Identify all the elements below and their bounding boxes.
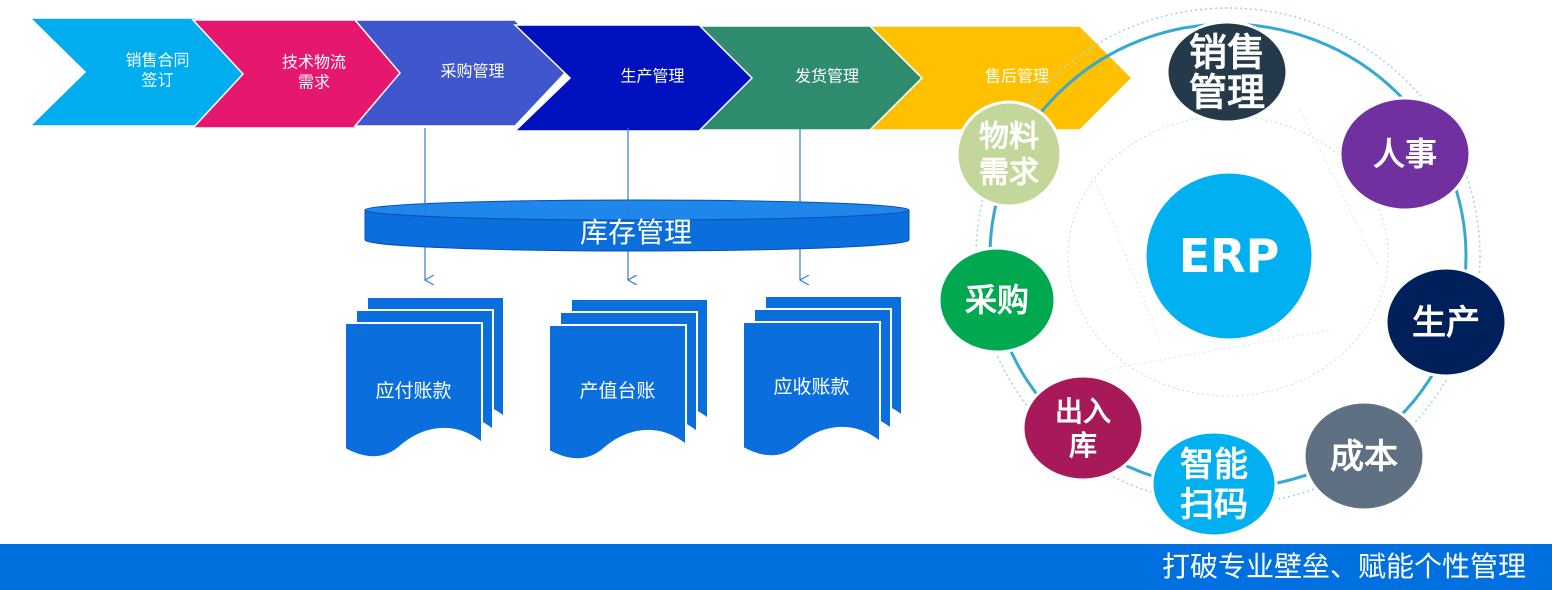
- doc-payables-sheet: [344, 322, 483, 459]
- chevron-sales-contract-label-line: 签订: [141, 71, 173, 90]
- node-hr-circle: [1338, 96, 1472, 212]
- footer-slogan: 打破专业壁垒、赋能个性管理: [1161, 550, 1526, 583]
- chevron-sales-contract-label: 销售合同签订: [125, 51, 189, 90]
- node-hr: 人事: [1338, 96, 1472, 212]
- node-production-label-line: 生产: [1412, 303, 1480, 343]
- node-sales-mgmt-label-line: 销售: [1189, 30, 1265, 74]
- node-material-demand-circle: [955, 100, 1063, 208]
- inner-dotted-ring: [1067, 115, 1389, 397]
- node-purchase: 采购: [937, 246, 1057, 354]
- node-sales-mgmt-label-line: 管理: [1189, 70, 1265, 114]
- doc-payables-label: 应付账款: [375, 380, 451, 402]
- doc-receivables-label: 应收账款: [773, 376, 849, 398]
- chevron-purchase: [353, 19, 567, 127]
- chevron-after-sales-label: 售后管理: [985, 67, 1049, 86]
- inventory-cylinder: 库存管理: [364, 199, 910, 252]
- erp-center: ERP: [1143, 170, 1315, 342]
- node-sales-mgmt: 销售管理: [1165, 20, 1289, 124]
- node-purchase-circle: [937, 246, 1057, 354]
- chevron-shipping-label-line: 发货管理: [795, 67, 859, 86]
- doc-receivables: 应收账款: [742, 295, 903, 458]
- inventory-label: 库存管理: [580, 216, 692, 249]
- node-material-demand-label: 物料需求: [979, 120, 1039, 191]
- chevron-production-label: 生产管理: [620, 67, 684, 86]
- node-smart-scan-label-line: 扫码: [1180, 485, 1248, 525]
- chevron-sales-contract-label-line: 销售合同: [125, 51, 189, 70]
- node-smart-scan-label-line: 智能: [1180, 445, 1248, 485]
- node-hr-label: 人事: [1373, 135, 1437, 173]
- chevron-purchase-label: 采购管理: [440, 62, 504, 81]
- process-flow: 销售合同签订 技术物流需求 采购管理 生产管理 发货管理 售后管理: [28, 17, 1134, 132]
- node-purchase-label: 采购: [965, 281, 1029, 319]
- node-stock-io-label: 出入库: [1055, 395, 1111, 462]
- chevron-after-sales: [868, 25, 1134, 131]
- node-cost: 成本: [1302, 400, 1426, 512]
- ring-chord-0: [1094, 179, 1161, 341]
- node-smart-scan-label: 智能扫码: [1180, 445, 1248, 525]
- node-stock-io-circle: [1021, 374, 1145, 482]
- ring-chord-2: [1104, 329, 1331, 371]
- node-purchase-label-line: 采购: [965, 281, 1029, 319]
- chevron-purchase-label-line: 采购管理: [440, 62, 504, 81]
- doc-payables: 应付账款: [344, 296, 505, 459]
- document-stacks: 应付账款 产值台账 应收账款: [344, 295, 903, 461]
- inventory-body: [364, 209, 910, 252]
- doc-output-ledger-label: 产值台账: [579, 380, 655, 402]
- chevron-after-sales-label-line: 售后管理: [985, 67, 1049, 86]
- node-production-label: 生产: [1412, 303, 1480, 343]
- node-sales-mgmt-label: 销售管理: [1189, 30, 1265, 114]
- node-stock-io-label-line: 库: [1069, 429, 1097, 462]
- footer-bar: 打破专业壁垒、赋能个性管理: [0, 544, 1552, 590]
- node-cost-circle: [1302, 400, 1426, 512]
- chevron-tech-logistics-label-line: 需求: [298, 73, 330, 92]
- node-stock-io-label-line: 出入: [1055, 395, 1111, 428]
- node-hr-label-line: 人事: [1373, 135, 1437, 173]
- node-production: 生产: [1384, 266, 1508, 378]
- erp-center-circle: [1143, 170, 1315, 342]
- node-sales-mgmt-circle: [1165, 20, 1289, 124]
- node-material-demand: 物料需求: [955, 100, 1063, 208]
- node-smart-scan-circle: [1150, 430, 1278, 538]
- node-smart-scan: 智能扫码: [1150, 430, 1278, 538]
- node-production-circle: [1384, 266, 1508, 378]
- erp-center-label: ERP: [1179, 229, 1280, 283]
- chevron-tech-logistics-label: 技术物流需求: [282, 53, 346, 92]
- doc-receivables-sheet: [742, 321, 881, 458]
- inventory-top: [364, 199, 910, 221]
- chevron-production-label-line: 生产管理: [620, 67, 684, 86]
- doc-output-ledger-sheet: [548, 324, 687, 461]
- chevron-production: [513, 24, 757, 132]
- node-material-demand-label-line: 需求: [979, 156, 1039, 191]
- node-stock-io: 出入库: [1021, 374, 1145, 482]
- node-material-demand-label-line: 物料: [979, 120, 1039, 155]
- flow-connectors: [425, 128, 800, 280]
- chevron-tech-logistics-label-line: 技术物流: [282, 53, 346, 72]
- chevron-shipping-label: 发货管理: [795, 67, 859, 86]
- node-cost-label-line: 成本: [1330, 437, 1398, 477]
- node-cost-label: 成本: [1330, 437, 1398, 477]
- doc-output-ledger: 产值台账: [548, 298, 709, 461]
